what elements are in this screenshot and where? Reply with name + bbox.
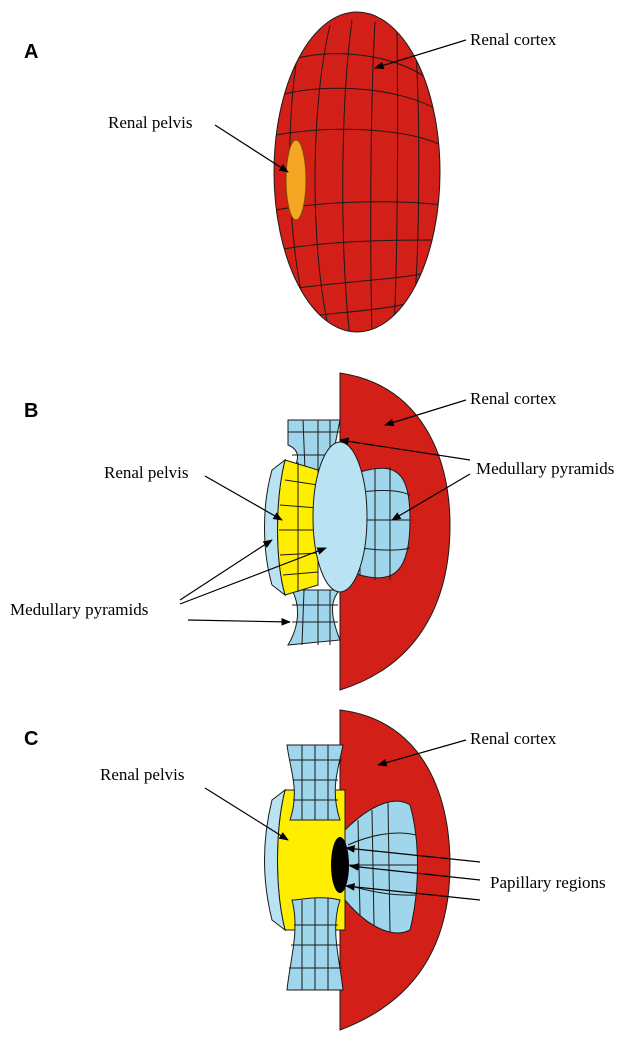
- panel-letter-a: A: [24, 41, 38, 63]
- pyramid-top-c: [287, 745, 343, 820]
- label-renal-pelvis-a: Renal pelvis: [108, 113, 193, 132]
- label-renal-cortex-c: Renal cortex: [470, 729, 557, 748]
- renal-pelvis-b: [265, 460, 319, 595]
- panel-a-cortex-shell: [274, 12, 441, 338]
- renal-pelvis-a: [286, 140, 306, 220]
- label-renal-cortex-a: Renal cortex: [470, 30, 557, 49]
- panel-a: A Renal cortex: [24, 12, 557, 338]
- panel-b: B Re: [10, 373, 614, 690]
- panel-c: C Renal cortex Renal pelvis: [24, 710, 606, 1030]
- arrow-medullary-bottom-b: [188, 620, 290, 622]
- label-papillary-regions-c: Papillary regions: [490, 873, 606, 892]
- central-pyramid-b: [313, 442, 367, 592]
- arrow-medullary-frame-b: [180, 540, 272, 600]
- panel-letter-c: C: [24, 728, 38, 750]
- pyramid-bottom-b: [288, 590, 340, 645]
- pyramid-bottom-c: [287, 898, 343, 990]
- label-renal-cortex-b: Renal cortex: [470, 389, 557, 408]
- papillary-region-c: [331, 837, 349, 893]
- label-renal-pelvis-b: Renal pelvis: [104, 463, 189, 482]
- panel-letter-b: B: [24, 400, 38, 422]
- label-medullary-pyramids-right-b: Medullary pyramids: [476, 459, 614, 478]
- label-renal-pelvis-c: Renal pelvis: [100, 765, 185, 784]
- label-medullary-pyramids-left-b: Medullary pyramids: [10, 600, 148, 619]
